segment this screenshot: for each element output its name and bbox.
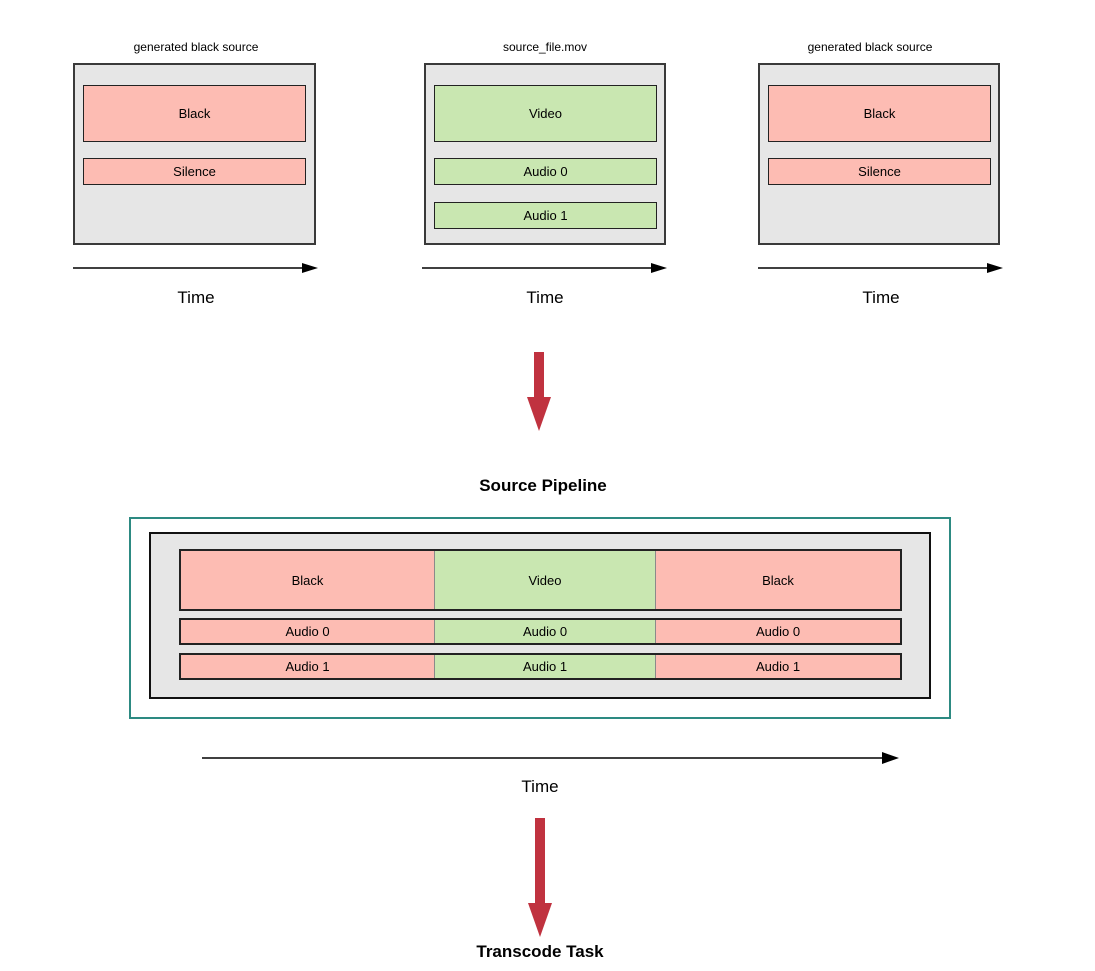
source-3-time-arrow [758,263,1003,273]
source-2-video-track: Video [434,85,657,142]
source-3-black-track: Black [768,85,991,142]
pipeline-row-audio1: Audio 1 Audio 1 Audio 1 [179,653,902,680]
pipeline-segment-audio1-end: Audio 1 [655,655,900,678]
pipeline-title: Source Pipeline [479,476,607,495]
source-3-box: Black Silence [758,63,1000,245]
pipeline-segment-audio1-start: Audio 1 [181,655,434,678]
source-3-silence-track: Silence [768,158,991,185]
source-2-audio0-track: Audio 0 [434,158,657,185]
source-1-title: generated black source [133,40,259,54]
source-2-audio1-track: Audio 1 [434,202,657,229]
down-arrow-icon [528,818,552,937]
pipeline-segment-black-end: Black [655,551,900,609]
transcode-task-title: Transcode Task [476,942,604,961]
down-arrow-icon [527,352,551,431]
source-3-time-label: Time [862,288,900,307]
pipeline-segment-video: Video [434,551,655,609]
source-1-black-track: Black [83,85,306,142]
pipeline-segment-audio0-start: Audio 0 [181,620,434,643]
pipeline-segment-audio1-middle: Audio 1 [434,655,655,678]
source-3-title: generated black source [807,40,933,54]
source-1-time-arrow [73,263,318,273]
pipeline-time-label: Time [521,777,559,796]
source-2-title: source_file.mov [502,40,588,54]
source-1-silence-track: Silence [83,158,306,185]
source-2-time-label: Time [526,288,564,307]
pipeline-time-arrow [202,752,899,764]
pipeline-row-video: Black Video Black [179,549,902,611]
source-2-time-arrow [422,263,667,273]
source-1-time-label: Time [177,288,215,307]
pipeline-row-audio0: Audio 0 Audio 0 Audio 0 [179,618,902,645]
pipeline-segment-audio0-middle: Audio 0 [434,620,655,643]
source-2-box: Video Audio 0 Audio 1 [424,63,666,245]
pipeline-segment-black-start: Black [181,551,434,609]
pipeline-segment-audio0-end: Audio 0 [655,620,900,643]
source-1-box: Black Silence [73,63,316,245]
